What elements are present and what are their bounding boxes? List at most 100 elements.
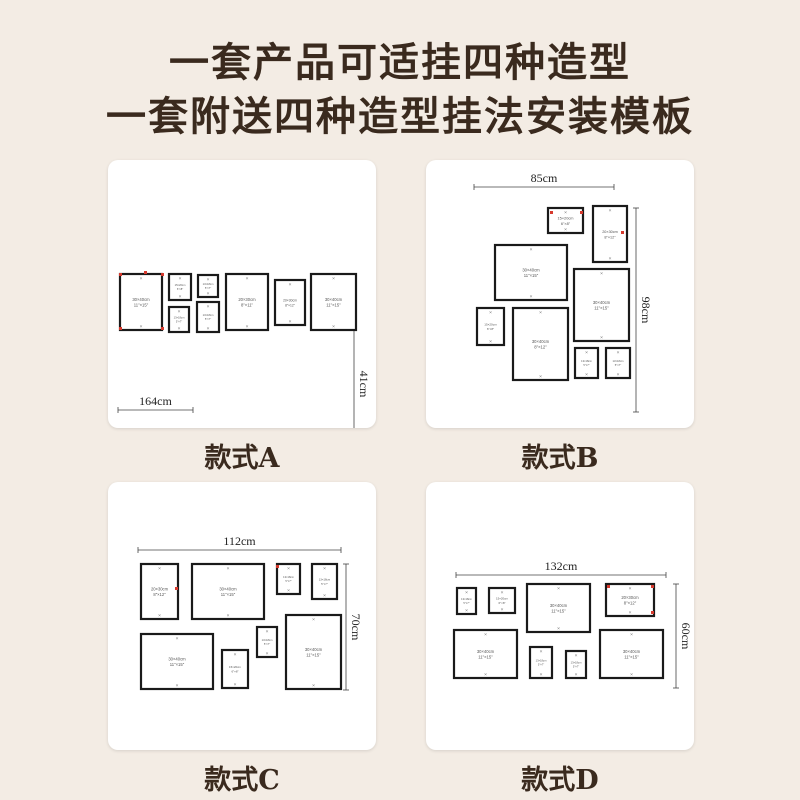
frame-outline bbox=[309, 272, 358, 332]
frame-size-label: 13×18cm bbox=[319, 578, 331, 582]
layout-label-b: 款式B bbox=[521, 443, 599, 474]
frame-inch-label: 8"×12" bbox=[285, 303, 296, 307]
frame-outline bbox=[604, 582, 656, 618]
nail-mark: × bbox=[539, 374, 542, 379]
frame-inch-label: 5"×7" bbox=[205, 286, 211, 290]
nail-mark: × bbox=[600, 335, 603, 340]
nail-mark: × bbox=[484, 632, 487, 637]
frame-outline bbox=[139, 562, 180, 621]
width-label: 112cm bbox=[223, 534, 256, 548]
nail-mark: × bbox=[177, 309, 180, 314]
frame-inch-label: 11"×15" bbox=[594, 306, 609, 311]
frame-inch-label: 11"×15" bbox=[170, 662, 185, 667]
frame-inch-label: 11"×15" bbox=[524, 273, 539, 278]
frame-size-label: 15×20cm bbox=[229, 665, 242, 669]
frame-inch-label: 8"×11" bbox=[241, 303, 254, 308]
frame-size-label: 13×18cm bbox=[571, 661, 582, 665]
width-label: 132cm bbox=[545, 559, 578, 573]
nail-mark: × bbox=[630, 672, 633, 677]
frame-size-label: 13×18cm bbox=[203, 313, 214, 317]
nail-mark: × bbox=[564, 227, 567, 232]
nail-mark: × bbox=[529, 247, 532, 252]
height-label: 98cm bbox=[639, 297, 653, 324]
frame-size-label: 30×40cm bbox=[532, 339, 550, 344]
frame-inch-label: 5"×7" bbox=[573, 665, 579, 669]
nail-mark: × bbox=[539, 672, 542, 677]
nail-mark: × bbox=[226, 566, 229, 571]
frame-size-label: 30×40cm bbox=[477, 649, 495, 654]
nail-mark: × bbox=[139, 276, 142, 281]
layout-label-d: 款式D bbox=[521, 765, 599, 796]
frame-size-label: 30×40cm bbox=[550, 603, 568, 608]
frame-inch-label: 5"×7" bbox=[321, 582, 328, 586]
frame-outline bbox=[167, 272, 193, 302]
frame-outline bbox=[546, 206, 585, 235]
frame-size-label: 13×18cm bbox=[283, 575, 294, 579]
frame-outline bbox=[572, 267, 631, 343]
nail-mark: × bbox=[158, 566, 161, 571]
frame-inch-label: 5"×7" bbox=[264, 642, 270, 646]
nail-mark: × bbox=[206, 304, 209, 309]
nail-mark: × bbox=[539, 649, 542, 654]
frame-outline bbox=[284, 613, 343, 691]
frame-outline bbox=[528, 645, 554, 680]
red-level-marker bbox=[276, 565, 279, 568]
frame-inch-label: 6"×8" bbox=[177, 287, 183, 291]
frame-inch-label: 11"×15" bbox=[551, 609, 566, 614]
red-level-marker bbox=[651, 585, 654, 588]
layout-diagram: 132cm60cm13×18cm5"×7"××15×20cm6"×8"××30×… bbox=[452, 559, 693, 689]
width-label: 164cm bbox=[139, 394, 172, 408]
nail-mark: × bbox=[265, 629, 268, 634]
frame-outline bbox=[511, 306, 570, 382]
nail-mark: × bbox=[585, 372, 588, 377]
layout-label-a: 款式A bbox=[204, 443, 280, 474]
frame-outline bbox=[255, 625, 279, 659]
nail-mark: × bbox=[245, 276, 248, 281]
frame-inch-label: 6"×8" bbox=[232, 669, 239, 673]
headline-line-2: 一套附送四种造型挂法安装模板 bbox=[106, 93, 694, 140]
red-level-marker bbox=[621, 231, 624, 234]
frame-size-label: 30×40cm bbox=[593, 300, 611, 305]
frame-size-label: 15×20cm bbox=[175, 283, 186, 287]
nail-mark: × bbox=[287, 566, 290, 571]
nail-mark: × bbox=[574, 653, 577, 658]
frame-outline bbox=[604, 346, 632, 380]
nail-mark: × bbox=[600, 271, 603, 276]
nail-mark: × bbox=[323, 593, 326, 598]
frame-inch-label: 5"×7" bbox=[538, 663, 544, 667]
nail-mark: × bbox=[226, 613, 229, 618]
frame-inch-label: 6"×8" bbox=[499, 601, 506, 605]
frame-outline bbox=[220, 648, 250, 690]
frame-inch-label: 8"×12" bbox=[534, 345, 547, 350]
frame-outline bbox=[275, 562, 302, 596]
frame-size-label: 13×18cm bbox=[203, 282, 214, 286]
nail-mark: × bbox=[175, 636, 178, 641]
frame-size-label: 15×20cm bbox=[484, 323, 497, 327]
frame-size-label: 30×40cm bbox=[132, 297, 150, 302]
nail-mark: × bbox=[332, 324, 335, 329]
height-label: 70cm bbox=[349, 614, 363, 641]
nail-mark: × bbox=[539, 310, 542, 315]
frame-size-label: 30×40cm bbox=[305, 647, 323, 652]
frame-outline bbox=[452, 628, 519, 680]
frame-outline bbox=[167, 305, 191, 334]
nail-mark: × bbox=[557, 586, 560, 591]
frame-outline bbox=[487, 586, 517, 615]
frame-outline bbox=[273, 278, 307, 327]
frame-inch-label: 6"×8" bbox=[487, 327, 494, 331]
frame-size-label: 20×30cm bbox=[238, 297, 256, 302]
